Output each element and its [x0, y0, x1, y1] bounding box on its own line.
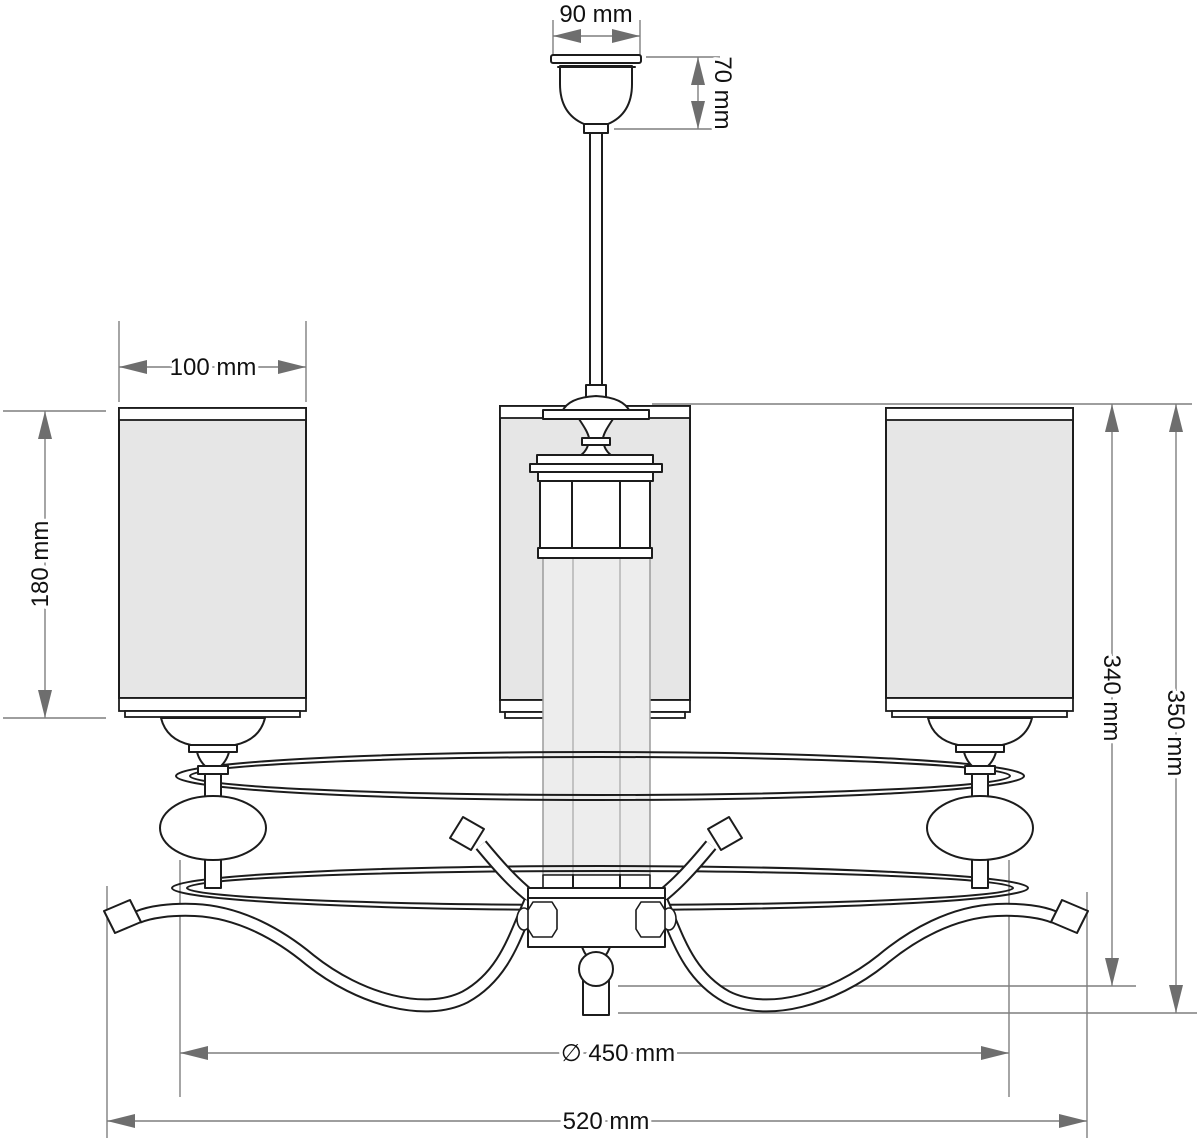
right-arm-post: [926, 717, 1034, 889]
left-hub-nut: [516, 901, 558, 938]
central-hub: [516, 887, 677, 1016]
ceiling-canopy: [550, 54, 642, 134]
right-egg-ornament: [926, 795, 1034, 861]
center-lantern: [529, 454, 663, 559]
dimension-total-height: 350 mm: [618, 404, 1197, 1014]
right-hub-nut: [635, 901, 677, 938]
left-inner-arm-finial: [449, 816, 485, 851]
dim-label-canopy-height: 70 mm: [709, 56, 736, 129]
hanging-rod: [589, 132, 603, 387]
dim-label-ring-diameter: ∅ 450 mm: [561, 1040, 675, 1067]
dim-label-canopy-width: 90 mm: [559, 1, 632, 28]
central-column: [542, 557, 651, 890]
dimension-canopy-height: 70 mm: [614, 53, 740, 133]
left-arm-tip-finial: [103, 899, 142, 934]
dimension-shade-width: 100 mm: [118, 321, 307, 402]
dimension-total-width: 520 mm: [106, 886, 1088, 1139]
dim-label-body-height: 340 mm: [1098, 655, 1125, 742]
right-inner-arm-finial: [707, 816, 743, 851]
dim-label-shade-width: 100 mm: [170, 354, 257, 381]
dimension-ring-diameter: ∅ 450 mm: [179, 860, 1010, 1097]
dimension-body-height: 340 mm: [618, 403, 1192, 987]
left-egg-ornament: [159, 795, 267, 861]
outer-arms: [103, 899, 1089, 1013]
upper-ring: [175, 751, 1025, 801]
bottom-sphere: [578, 951, 614, 987]
dim-label-total-height: 350 mm: [1162, 690, 1189, 777]
dim-label-total-width: 520 mm: [563, 1108, 650, 1135]
dimension-shade-height: 180 mm: [3, 410, 106, 719]
left-shade: [118, 407, 307, 718]
right-shade: [885, 407, 1074, 718]
left-arm-post: [159, 717, 267, 889]
dim-label-shade-height: 180 mm: [27, 521, 54, 608]
right-arm-tip-finial: [1050, 899, 1089, 934]
dimension-canopy-width: 90 mm: [552, 0, 641, 55]
